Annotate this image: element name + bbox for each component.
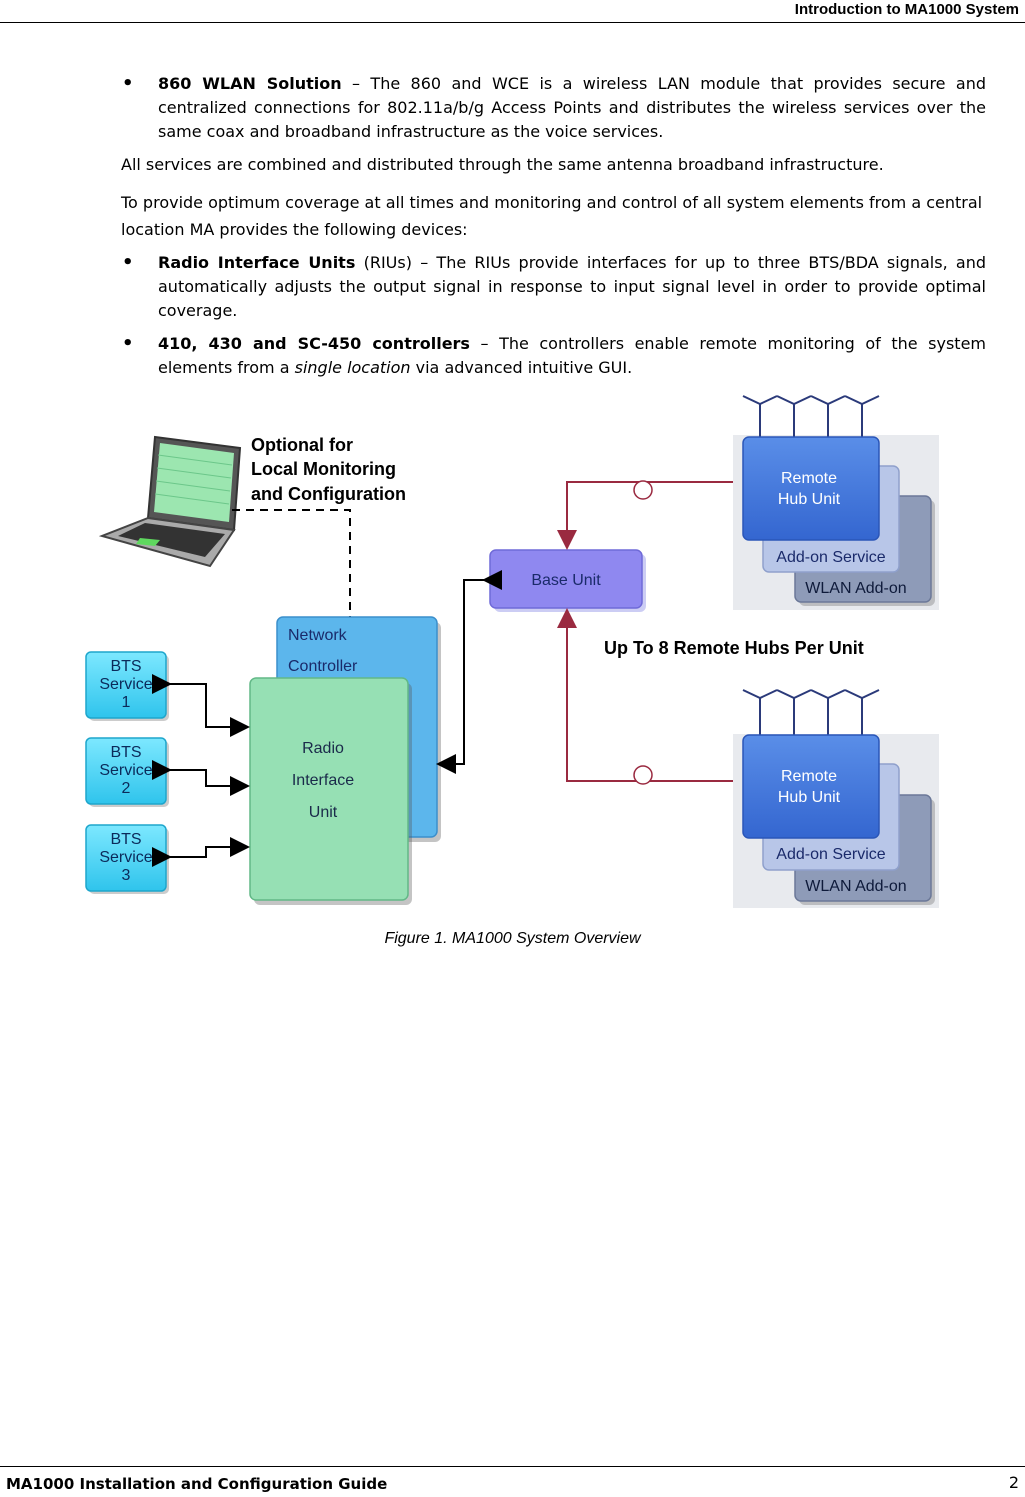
- remote-hub-label-2: Hub Unit: [778, 789, 841, 806]
- page-number: 2: [1008, 1473, 1019, 1492]
- remote-hub-link-bottom: [557, 608, 755, 791]
- bullet-term: Radio Interface Units: [158, 253, 356, 272]
- bullet-term: 410, 430 and SC-450 controllers: [158, 334, 470, 353]
- remote-hub-label-1: Remote: [781, 470, 837, 487]
- bullet-dot: •: [122, 333, 134, 354]
- bullet-dot: •: [122, 252, 134, 273]
- optional-label-line2: Local Monitoring: [251, 459, 396, 479]
- remote-hub-link-top: [557, 472, 755, 550]
- local-link-line: [232, 509, 351, 617]
- bts-service-2: BTS Service 2: [85, 737, 169, 807]
- remote-hub-box: [742, 734, 880, 839]
- optional-label-line1: Optional for: [251, 435, 353, 455]
- bullet-text: – The 860 and WCE is a wireless LAN modu…: [158, 74, 986, 141]
- remote-hub-group-bottom: WLAN Add-on Add-on Service Remote Hub Un…: [733, 689, 939, 908]
- remote-hub-label-1: Remote: [781, 768, 837, 785]
- paragraph-1: All services are combined and distribute…: [121, 155, 884, 174]
- remote-hub-box: [742, 436, 880, 541]
- page-header: Introduction to MA1000 System: [0, 0, 1025, 23]
- bts-service-1: BTS Service 1: [85, 651, 169, 721]
- page-footer: MA1000 Installation and Configuration Gu…: [0, 1466, 1025, 1497]
- svg-text:BTS: BTS: [110, 744, 141, 761]
- svg-text:BTS: BTS: [110, 831, 141, 848]
- base-controller-link: [436, 570, 502, 774]
- bts-connectors: [152, 674, 250, 867]
- riu-label-1: Radio: [302, 740, 344, 757]
- optional-label-line3: and Configuration: [251, 484, 406, 504]
- header-title: Introduction to MA1000 System: [794, 1, 1019, 18]
- bullet-dot: •: [122, 73, 134, 94]
- bullet-riu: Radio Interface Units (RIUs) – The RIUs …: [158, 251, 986, 323]
- addon-service-label: Add-on Service: [776, 846, 885, 863]
- bullet-text: (RIUs) – The RIUs provide interfaces for…: [158, 253, 986, 320]
- up-to-label: Up To 8 Remote Hubs Per Unit: [604, 638, 864, 658]
- figure-caption: Figure 1. MA1000 System Overview: [384, 930, 641, 947]
- wlan-addon-label: WLAN Add-on: [805, 580, 906, 597]
- bts-service-3: BTS Service 3: [85, 824, 169, 894]
- bullet-text: via advanced intuitive GUI.: [410, 358, 633, 377]
- bullet-text: – The controllers enable remote monitori…: [158, 334, 987, 377]
- remote-hub-label-2: Hub Unit: [778, 491, 841, 508]
- svg-text:1: 1: [122, 694, 131, 711]
- svg-text:3: 3: [122, 867, 131, 884]
- riu-label-2: Interface: [292, 772, 354, 789]
- network-controller-label-2: Controller: [288, 658, 358, 675]
- bullet-term: 860 WLAN Solution: [158, 74, 342, 93]
- network-controller-label-1: Network: [288, 627, 348, 644]
- bullet-wlan: 860 WLAN Solution – The 860 and WCE is a…: [158, 72, 986, 144]
- svg-text:Service: Service: [99, 849, 152, 866]
- svg-text:Service: Service: [99, 676, 152, 693]
- paragraph-2: To provide optimum coverage at all times…: [121, 193, 983, 239]
- addon-service-label: Add-on Service: [776, 549, 885, 566]
- bullet-italic: single location: [294, 358, 411, 377]
- riu-label-3: Unit: [309, 804, 338, 821]
- base-unit-label: Base Unit: [531, 572, 601, 589]
- svg-text:Service: Service: [99, 762, 152, 779]
- radio-interface-unit: [249, 677, 409, 901]
- footer-title: MA1000 Installation and Configuration Gu…: [6, 1475, 388, 1493]
- wlan-addon-label: WLAN Add-on: [805, 878, 906, 895]
- svg-text:2: 2: [122, 780, 131, 797]
- connector-circle-bottom: [633, 765, 653, 785]
- bullet-controllers: 410, 430 and SC-450 controllers – The co…: [158, 332, 986, 380]
- laptop-icon: [98, 435, 242, 568]
- svg-text:BTS: BTS: [110, 658, 141, 675]
- connector-circle-top: [633, 480, 653, 500]
- system-overview-diagram: Optional for Local Monitoring and Config…: [85, 395, 939, 908]
- remote-hub-group-top: WLAN Add-on Add-on Service Remote Hub Un…: [733, 395, 939, 610]
